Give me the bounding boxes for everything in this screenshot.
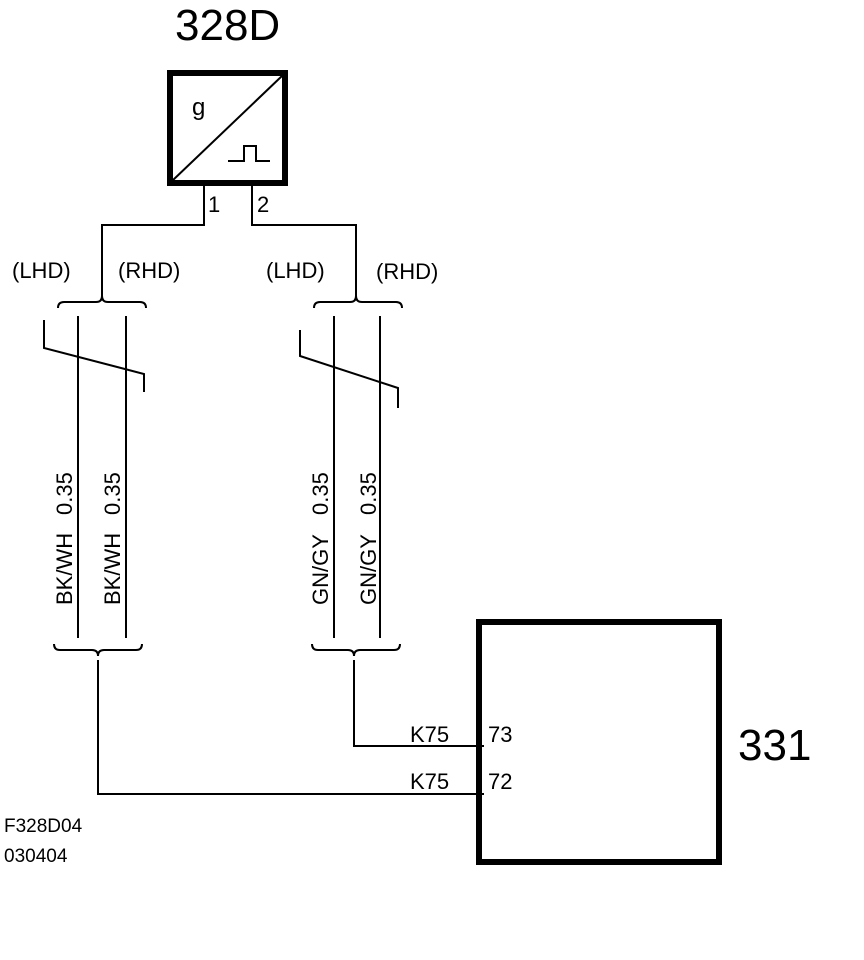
group2-bottom-brace (311, 643, 401, 657)
connector-label-72: K75 (410, 769, 449, 794)
group2-wire-rhd-color: GN/GY (356, 534, 381, 605)
group1-wire-rhd-color: BK/WH (100, 533, 125, 605)
group1-variant-rhd: (RHD) (118, 258, 180, 283)
module-title: 331 (738, 721, 811, 770)
group1-variant-lhd: (LHD) (12, 258, 71, 283)
group2-wire-lhd-size: 0.35 (308, 472, 333, 515)
group2-variant-rhd: (RHD) (376, 259, 438, 284)
group1-twist-marker (43, 320, 145, 392)
module-pin-72: 72 (488, 769, 512, 794)
connector-label-73: K75 (410, 722, 449, 747)
group2-top-brace (313, 295, 403, 309)
group2-wire-lhd-color: GN/GY (308, 534, 333, 605)
figure-date: 030404 (4, 846, 68, 867)
group2-variant-lhd: (LHD) (266, 258, 325, 283)
group2-twist-marker (299, 330, 399, 408)
sensor-symbol: g (167, 70, 288, 186)
figure-id: F328D04 (4, 816, 83, 837)
module-331-box (476, 619, 722, 865)
pulse-wave-icon (228, 145, 270, 162)
group2-wire-rhd-size: 0.35 (356, 472, 381, 515)
sensor-pin-2: 2 (257, 192, 269, 217)
group1-bottom-brace (53, 643, 143, 657)
sensor-letter: g (192, 94, 205, 121)
group1-wire-lhd-size: 0.35 (52, 472, 77, 515)
group1-wire-lhd-color: BK/WH (52, 533, 77, 605)
module-pin-73: 73 (488, 722, 512, 747)
group1-top-brace (57, 295, 147, 309)
sensor-pin-1: 1 (208, 192, 220, 217)
group1-wire-rhd-size: 0.35 (100, 472, 125, 515)
sensor-title: 328D (175, 1, 280, 50)
